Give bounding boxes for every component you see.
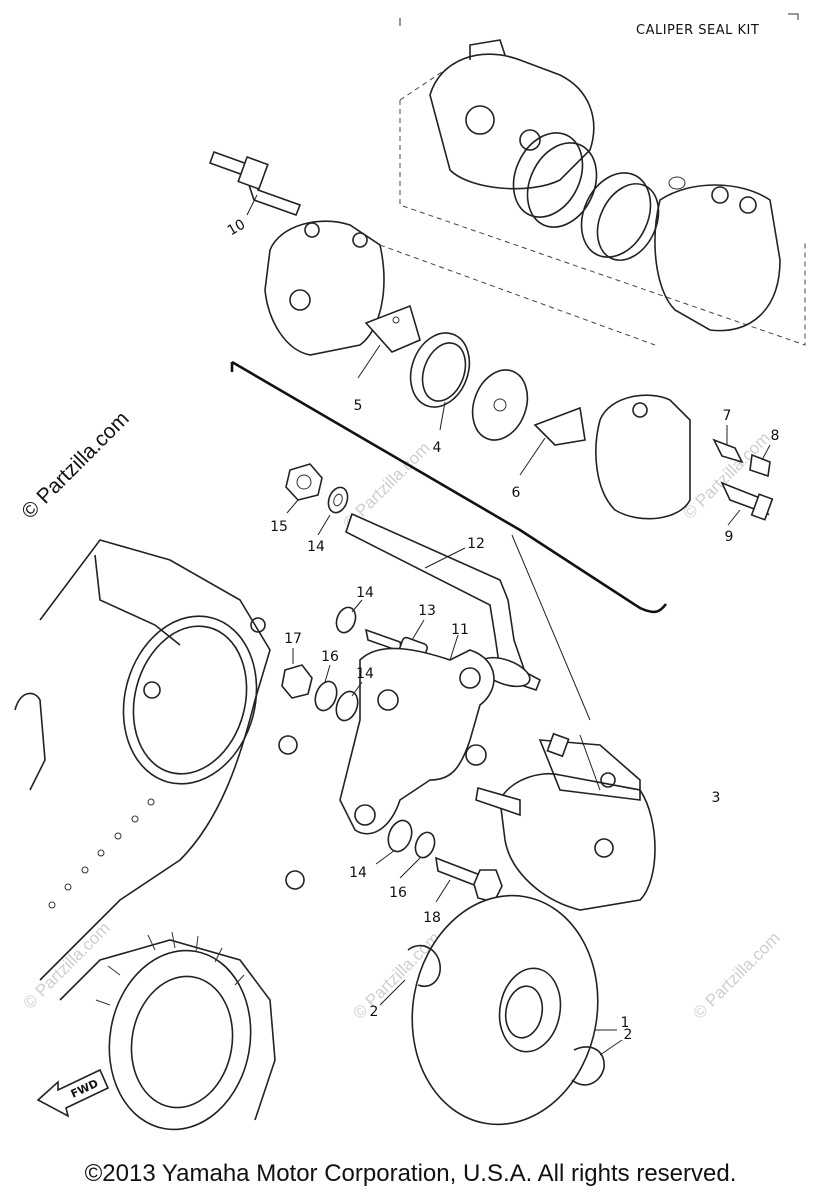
bleeder-screw [712,438,744,464]
caliper-housing-right [654,176,781,332]
washer [335,606,357,634]
part-number-label: 2 [624,1027,633,1043]
chain-guard-dots [48,798,155,909]
part-number-label: 3 [712,790,721,806]
watermark-main: © Partzilla.com [17,407,133,523]
circlip [571,1046,605,1086]
part-number-label: 14 [356,666,374,682]
copyright-footer: ©2013 Yamaha Motor Corporation, U.S.A. A… [84,1160,737,1187]
piston-seals [512,132,660,261]
part-number-label: 14 [356,585,374,601]
part-number-label: 7 [723,408,732,424]
part-number-labels: 1 2 2 3 4 5 6 7 8 9 10 11 12 13 14 14 14… [225,216,780,1043]
caliper-body-mid [595,394,691,520]
title-corner-mark [788,13,799,20]
part-number-label: 8 [771,428,780,444]
bolt [434,856,503,903]
caliper-half-left [264,220,656,356]
diagram-title: CALIPER SEAL KIT [636,23,759,38]
brake-disc [411,894,599,1126]
washers [314,680,359,722]
part-number-label: 4 [433,440,442,456]
part-number-label: 11 [451,622,469,638]
caliper-assembly [475,732,656,911]
fwd-arrow: FWD [36,1068,110,1118]
fwd-label: FWD [69,1077,101,1101]
part-number-label: 16 [321,649,339,665]
washers [387,819,436,859]
part-number-label: 9 [725,529,734,545]
sprocket [95,931,252,1131]
circlip [407,944,441,987]
part-number-label: 18 [423,910,441,926]
part-number-label: 13 [418,603,436,619]
section-divider [231,360,668,614]
part-number-label: 14 [349,865,367,881]
part-number-label: 2 [370,1004,379,1020]
part-number-label: 14 [307,539,325,555]
part-number-label: 5 [354,398,363,414]
part-number-label: 16 [389,885,407,901]
leader-lines [246,194,771,1056]
part-number-label: 1 [621,1015,630,1031]
nut [285,463,323,501]
part-number-label: 17 [284,631,302,647]
bleeder-cap [749,453,771,478]
part-number-label: 6 [512,485,521,501]
caliper-housing-upper [429,39,595,190]
washer [327,486,349,514]
part-number-label: 15 [270,519,288,535]
stud-bolt [208,150,302,217]
nut [281,664,313,699]
part-number-label: 10 [225,216,248,239]
part-number-label: 12 [467,536,485,552]
brake-pads [364,304,586,446]
caliper-bolt [720,481,774,521]
watermark-faint: © Partzilla.com [689,928,783,1022]
swing-arm-housing [14,539,305,1121]
caliper-bracket [339,647,495,835]
seal-kit-box [399,59,806,346]
watermark-faint: © Partzilla.com [19,918,113,1012]
